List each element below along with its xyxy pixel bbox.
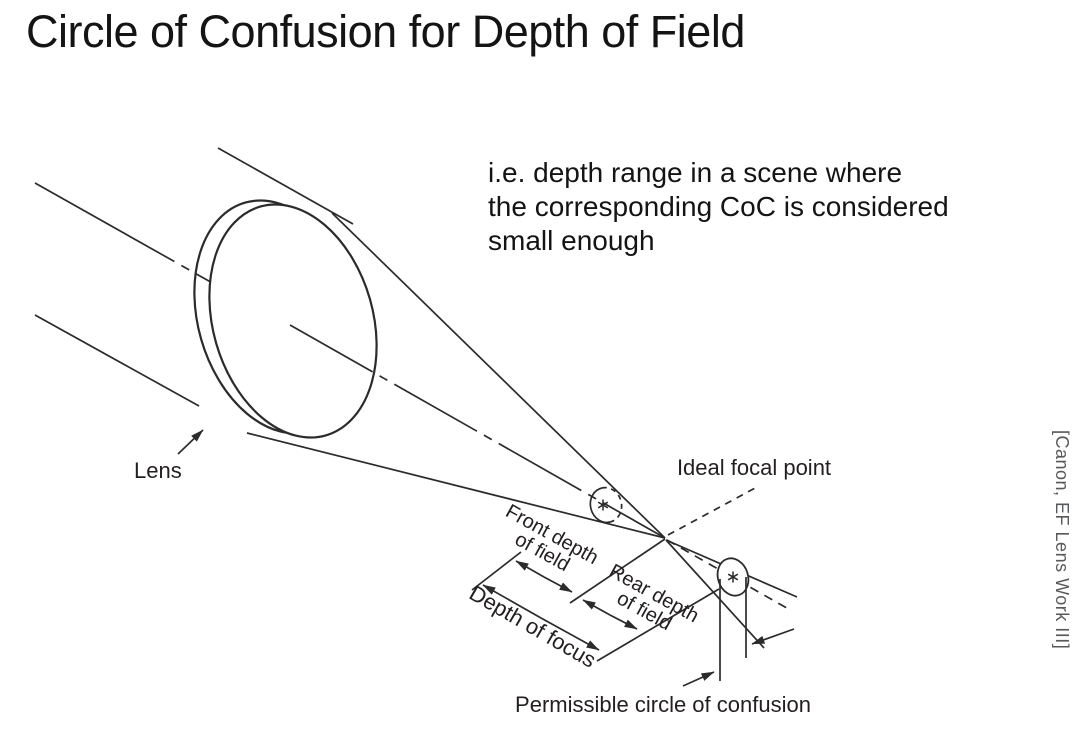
- note-line-2: the corresponding CoC is considered: [488, 191, 949, 222]
- refracted-ray-bottom: [246, 432, 666, 539]
- coc-arrow-left: [682, 671, 715, 687]
- extension-line-rear: [596, 588, 720, 662]
- permissible-coc-asterisk: [727, 571, 739, 583]
- ideal-focal-point-label: Ideal focal point: [677, 455, 831, 480]
- svg-text:Depth of focus: Depth of focus: [465, 580, 600, 673]
- focal-point-leader-line: [667, 486, 758, 536]
- incoming-ray-top: [217, 147, 354, 225]
- optical-axis-middle: [289, 324, 666, 539]
- lens-arrow: [177, 429, 204, 455]
- note-line-3: small enough: [488, 225, 655, 256]
- lens-label: Lens: [134, 458, 182, 483]
- extension-line-front: [471, 551, 522, 591]
- incoming-ray-bottom: [34, 314, 200, 407]
- permissible-coc-label: Permissible circle of confusion: [515, 692, 811, 717]
- depth-of-focus-dimension: [482, 584, 542, 619]
- page-title: Circle of Confusion for Depth of Field: [26, 6, 745, 57]
- citation-text: [Canon, EF Lens Work III]: [1052, 430, 1072, 650]
- front-coc-asterisk: [597, 499, 609, 511]
- diverging-ray-bottom: [665, 539, 765, 649]
- rear-depth-label: Rear depthof field: [596, 560, 703, 645]
- rear-depth-dimension: [582, 599, 611, 616]
- optical-axis-left: [34, 182, 217, 286]
- extension-line-focal: [569, 538, 666, 604]
- front-depth-dimension-b: [543, 576, 573, 593]
- depth-of-focus-dimension-b: [540, 617, 600, 651]
- svg-text:Front depthof field: Front depthof field: [492, 500, 602, 586]
- front-depth-dimension: [515, 560, 545, 578]
- front-depth-label: Front depthof field: [492, 500, 602, 586]
- coc-arrow-right: [751, 628, 795, 645]
- note-line-1: i.e. depth range in a scene where: [488, 157, 903, 188]
- depth-of-focus-label: Depth of focus: [465, 580, 600, 673]
- lens-front-ellipse: [208, 203, 378, 439]
- svg-text:Rear depthof field: Rear depthof field: [596, 560, 703, 645]
- refracted-ray-top: [331, 212, 666, 539]
- front-coc-circle-solid: [589, 487, 611, 524]
- rear-depth-dimension-b: [609, 614, 638, 630]
- note-text: i.e. depth range in a scene where the co…: [488, 156, 1058, 258]
